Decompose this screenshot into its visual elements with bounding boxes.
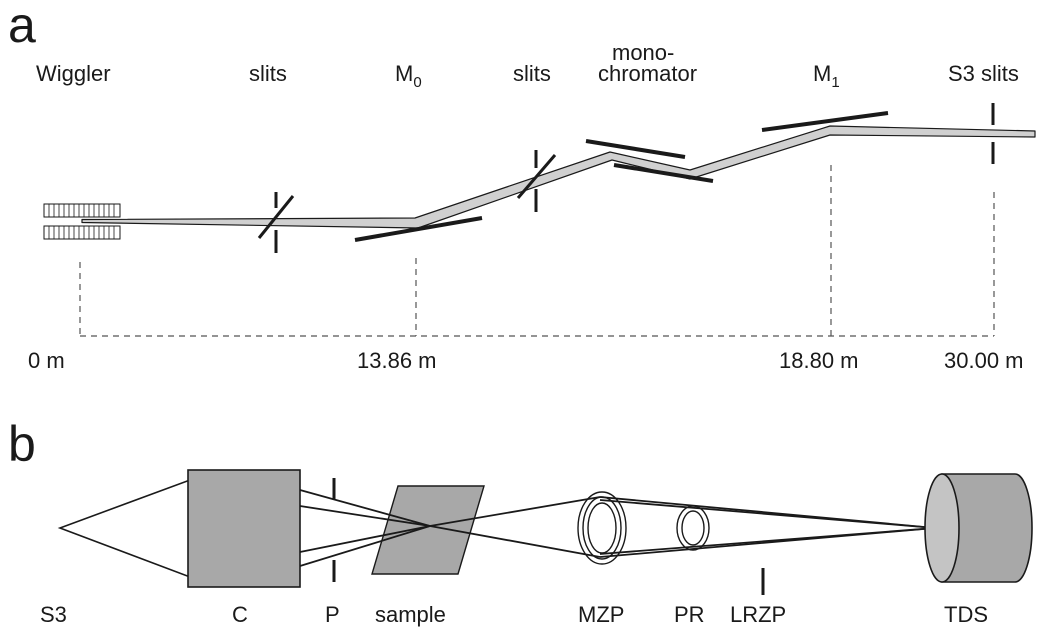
label-sample: sample (375, 602, 446, 627)
label-c: C (232, 602, 248, 627)
label-m1: M1 (813, 61, 840, 91)
mzp-zone-plate (577, 491, 627, 565)
label-s3-slits: S3 slits (948, 61, 1019, 86)
wiggler-magnet (43, 203, 121, 240)
label-tds: TDS (944, 602, 988, 627)
slits-1 (257, 192, 295, 253)
panel-a: a (8, 0, 1036, 373)
label-slits-1: slits (249, 61, 287, 86)
label-lrzp: LRZP (730, 602, 786, 627)
rays (299, 489, 936, 567)
slits-2 (516, 150, 557, 212)
label-slits-2: slits (513, 61, 551, 86)
label-mzp: MZP (578, 602, 624, 627)
panel-a-letter: a (8, 0, 36, 53)
position-18-80m: 18.80 m (779, 348, 859, 373)
label-m0: M0 (395, 61, 422, 91)
condenser-block (187, 469, 301, 588)
sample-plate (371, 485, 485, 575)
mirror-m0 (354, 216, 483, 242)
position-0m: 0 m (28, 348, 65, 373)
label-pr: PR (674, 602, 705, 627)
mirror-m1 (761, 111, 889, 132)
position-30-00m: 30.00 m (944, 348, 1024, 373)
beam-path (81, 125, 1036, 229)
position-guides (79, 165, 995, 337)
label-mono-line2: chromator (598, 61, 697, 86)
source-triangle (57, 478, 191, 579)
label-mono-line1: mono- (612, 40, 674, 65)
label-s3: S3 (40, 602, 67, 627)
position-13-86m: 13.86 m (357, 348, 437, 373)
tds-detector (924, 473, 1033, 583)
label-p: P (325, 602, 340, 627)
panel-b: b (8, 416, 1033, 627)
monochromator-crystals (585, 139, 714, 183)
phase-ring (676, 505, 710, 551)
label-wiggler: Wiggler (36, 61, 111, 86)
panel-b-letter: b (8, 416, 36, 472)
